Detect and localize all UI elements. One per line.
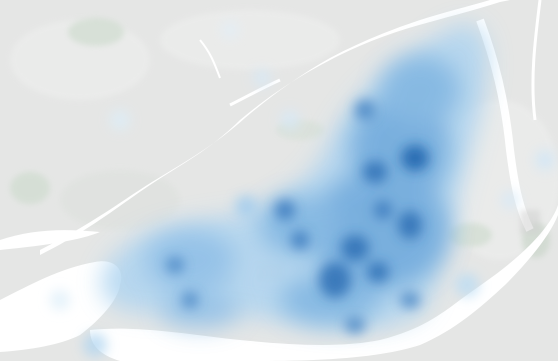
heat-blob [355,100,375,120]
park-area [10,172,50,204]
heat-blob [50,290,70,310]
river [0,230,100,250]
heat-blob [83,333,107,357]
heat-blob [110,110,130,130]
heat-blob [401,145,429,171]
heat-blob [166,257,184,273]
heat-blob [160,292,240,328]
heat-blob [275,200,295,220]
heat-blob [291,231,309,249]
heat-blob [182,292,198,308]
river [90,205,558,361]
heat-blob [363,161,387,183]
heat-blob [235,195,257,217]
heat-layer-sparse [50,22,555,357]
river [531,0,542,121]
river [199,39,221,79]
heat-blob [455,273,479,297]
heat-layer-high [166,100,429,333]
heat-blob [341,235,369,261]
heat-blob [367,262,389,282]
heat-blob [145,230,235,290]
heat-blob [253,69,271,87]
heat-blob [400,292,420,308]
heat-blob [501,191,519,209]
heat-blob [380,55,460,125]
heat-blob [280,275,380,325]
heat-blob [222,22,238,38]
heat-blob [535,150,555,170]
heat-blob [345,317,365,333]
heat-blob [319,262,351,298]
park-area [448,223,492,247]
park-areas [10,18,550,258]
river [229,78,281,107]
heat-blob [280,110,300,130]
river [476,18,534,232]
heat-blob [374,201,392,219]
heat-blob [398,211,422,239]
park-area [68,18,124,46]
